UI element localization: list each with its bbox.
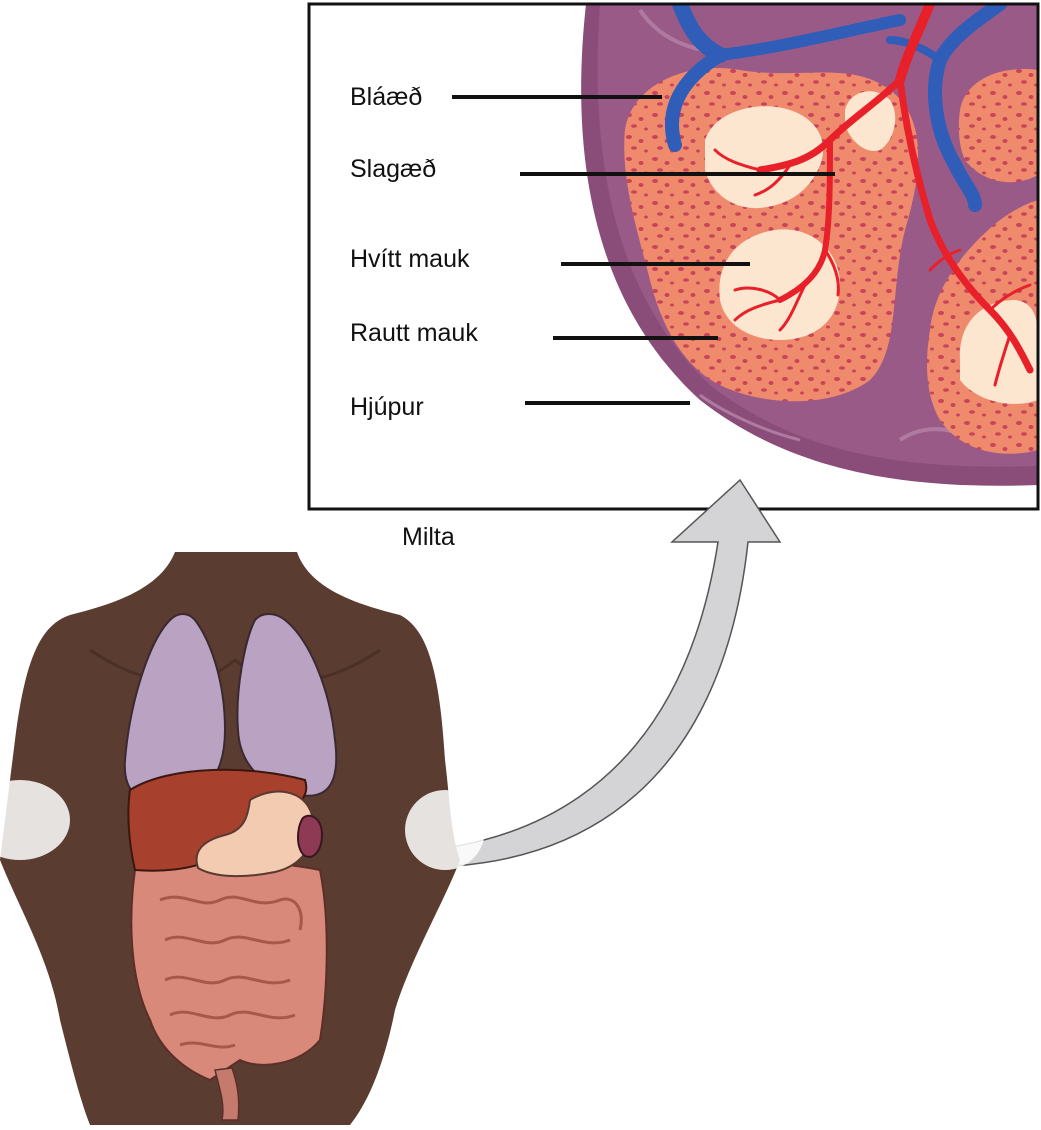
capsule-label: Hjúpur	[350, 393, 424, 421]
white-pulp-2	[719, 229, 840, 340]
leader-lines	[452, 95, 835, 405]
vein-vessels	[665, 4, 1007, 212]
small-intestine-loops	[159, 895, 303, 1049]
stomach	[195, 790, 315, 878]
zoom-arrow	[319, 478, 782, 869]
white-pulp-label: Hvítt mauk	[350, 245, 470, 273]
caption-spleen: Milta	[402, 523, 455, 551]
spleen-section	[581, 4, 1038, 486]
vein-label: Bláæð	[350, 83, 423, 111]
torso	[0, 552, 485, 1125]
red-pulp-label: Rautt mauk	[350, 319, 478, 347]
artery-vessels	[713, 4, 1034, 387]
white-pulp-1	[705, 106, 824, 209]
white-pulp-3	[845, 91, 896, 151]
white-pulp-4	[959, 300, 1038, 404]
spleen	[297, 814, 324, 858]
red-pulp-lobule-3	[958, 69, 1038, 183]
artery-label: Slagæð	[350, 155, 437, 183]
right-lung	[236, 613, 338, 797]
